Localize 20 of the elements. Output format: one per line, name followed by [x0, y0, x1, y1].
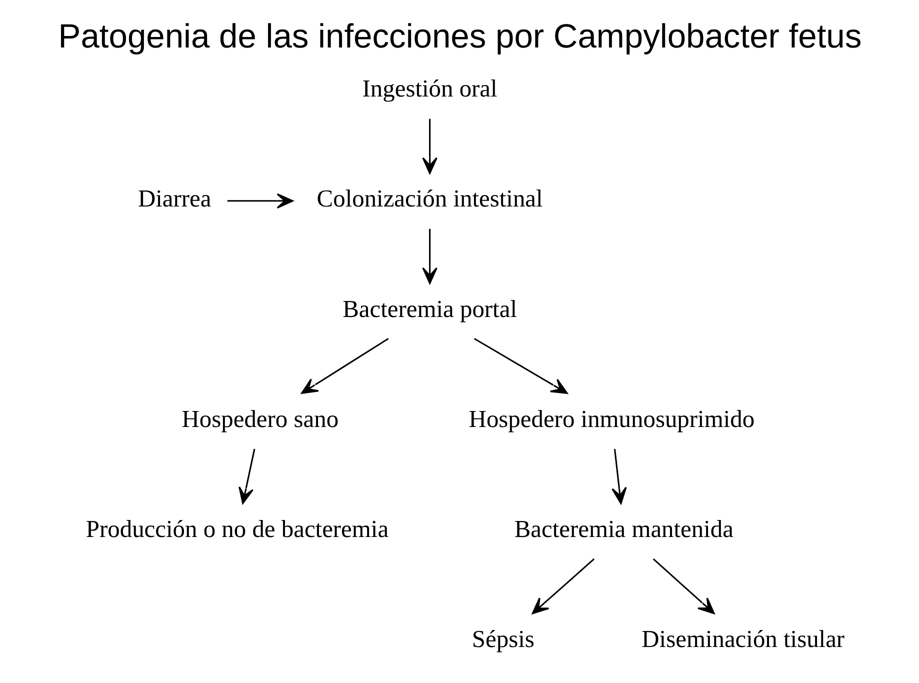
- arrow: [652, 558, 714, 614]
- node-text: Hospedero sano: [181, 406, 338, 433]
- node-text: Ingestión oral: [362, 76, 497, 103]
- arrow: [226, 193, 293, 209]
- node-text: Producción o no de bacteremia: [85, 516, 388, 543]
- arrow: [611, 448, 626, 504]
- node-text: Sépsis: [471, 626, 534, 653]
- node-text: Bacteremia portal: [342, 296, 517, 323]
- arrow: [300, 338, 388, 394]
- node-text: Colonización intestinal: [316, 186, 542, 213]
- diagram-title: Patogenia de las infecciones por Campylobacter fetus: [58, 18, 862, 56]
- node-text: Bacteremia mantenida: [514, 516, 733, 543]
- node-text: Hospedero inmunosuprimido: [468, 406, 754, 433]
- node-text: Diseminación tisular: [641, 626, 844, 653]
- arrow: [473, 338, 568, 394]
- arrow: [422, 118, 437, 174]
- arrow: [238, 448, 255, 504]
- arrow: [422, 228, 437, 284]
- node-text: Diarrea: [137, 186, 211, 213]
- arrow: [531, 558, 594, 614]
